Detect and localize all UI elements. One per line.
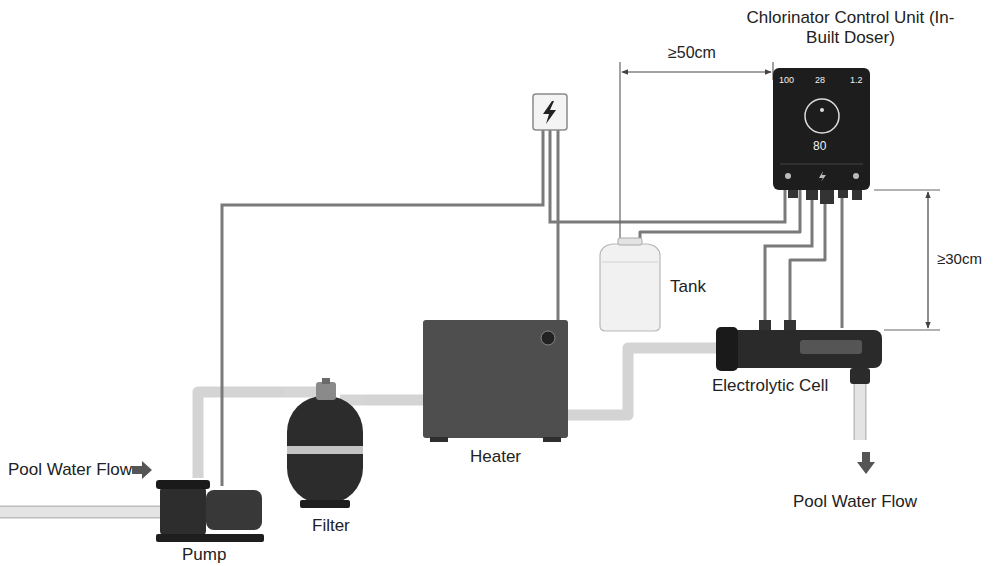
button-icon (853, 173, 859, 179)
tank-figure (600, 238, 660, 331)
cell-connector (759, 320, 771, 330)
power-wire (550, 130, 785, 222)
dial-ring (805, 99, 839, 133)
control-wire (790, 190, 825, 328)
inlet-pipe (0, 507, 160, 517)
part-label: Pump (182, 545, 226, 565)
filter-base (300, 500, 350, 508)
button-icon (819, 171, 826, 182)
display-value: 80 (813, 139, 826, 153)
pump-node: Pump (150, 478, 265, 542)
tank-cap (618, 238, 642, 245)
power-wire (557, 130, 560, 320)
part-label: Electrolytic Cell (712, 376, 828, 396)
pump-base (156, 534, 264, 542)
dimension-line (622, 71, 771, 72)
gland (820, 188, 834, 204)
dimension: ≥30cm (937, 250, 982, 267)
cell-figure (716, 320, 882, 371)
pump-figure (156, 480, 264, 542)
display-value: 28 (815, 75, 825, 85)
heater-foot (543, 437, 561, 442)
extension-line (884, 329, 940, 330)
filter-band (287, 446, 363, 454)
display-value: 100 (779, 75, 794, 85)
dial-dot (820, 108, 824, 112)
cell-wire (841, 190, 844, 328)
heater-foot (430, 437, 448, 442)
filter-node: Filter (285, 380, 365, 510)
control-unit-node: Chlorinator Control Unit (In-Built Doser… (773, 68, 870, 190)
water-pipe (568, 348, 716, 415)
button-icon (785, 173, 791, 179)
lightning-symbol (543, 101, 556, 124)
water-pipe (365, 395, 423, 406)
filter-figure (285, 378, 365, 508)
flow-label: Pool Water Flow (8, 460, 132, 480)
valve-handle (322, 378, 330, 384)
extension-line (874, 189, 940, 190)
part-label: Heater (470, 447, 521, 467)
control-wire (640, 190, 800, 238)
dimension-line (927, 192, 928, 328)
electrolytic-cell-node: Electrolytic Cell (716, 328, 882, 368)
cell-connector (784, 320, 796, 330)
flow-arrow (132, 461, 152, 479)
flow-label: Pool Water Flow (793, 492, 917, 512)
heater-logo (541, 331, 555, 345)
dimension: ≥50cm (668, 44, 716, 62)
control-unit-figure (773, 68, 870, 204)
strainer-lid (156, 480, 210, 489)
part-label: Filter (312, 516, 350, 536)
water-pipe (198, 392, 285, 478)
cell-wire (765, 190, 812, 328)
flow-arrow (857, 452, 875, 474)
pipe-collar (850, 368, 870, 384)
housing (773, 68, 870, 190)
strainer-pot (160, 486, 206, 536)
cell-body (716, 330, 882, 368)
heater-body (423, 320, 568, 438)
part-label: Chlorinator Control Unit (In-Built Doser… (743, 8, 958, 48)
part-label: Tank (670, 277, 706, 297)
heater-node: Heater (423, 320, 568, 442)
tank-body (600, 244, 660, 331)
divider (780, 164, 863, 165)
heater-figure (423, 320, 568, 442)
power-box (533, 94, 567, 130)
cell-window (800, 340, 862, 354)
extension-line (619, 62, 620, 240)
tank-seam (602, 262, 658, 263)
valve-stub (285, 387, 318, 398)
tank-node: Tank (598, 238, 662, 331)
motor (206, 490, 262, 530)
display-value: 1.2 (850, 75, 863, 85)
multiport-valve (316, 382, 336, 400)
inlet-pipe (0, 506, 160, 519)
cell-cap (716, 327, 738, 371)
filter-body (287, 396, 363, 504)
